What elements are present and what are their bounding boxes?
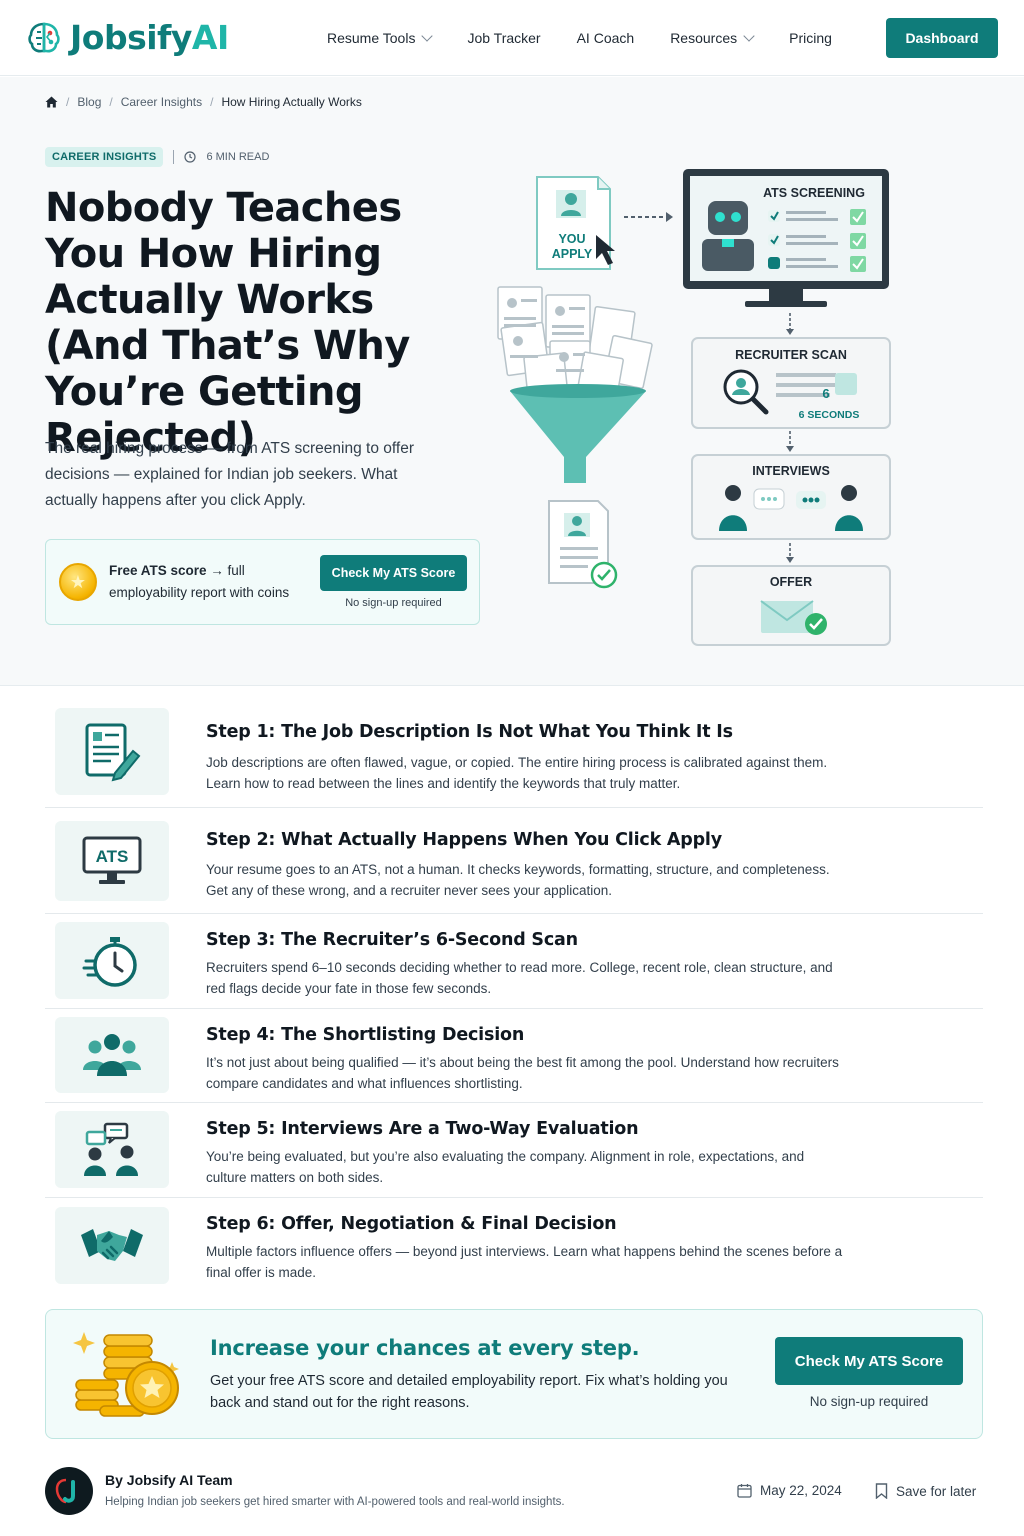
step-item[interactable]: Step 3: The Recruiter’s 6-Second Scan Re… — [45, 914, 983, 1009]
no-signup-note: No sign-up required — [345, 597, 442, 609]
ats-monitor-graphic: ATS SCREENING — [683, 169, 889, 307]
article-meta: CAREER INSIGHTS 6 MIN READ — [45, 147, 269, 167]
brand-logo[interactable]: JobsifyAI — [26, 18, 229, 57]
svg-text:OFFER: OFFER — [770, 575, 812, 589]
coin-icon: ★ — [59, 563, 97, 601]
banner-no-signup-note: No sign-up required — [809, 1394, 929, 1409]
publish-date: May 22, 2024 — [737, 1483, 842, 1498]
filtered-resume-icon — [548, 500, 618, 589]
funnel-icon — [510, 391, 646, 483]
group-icon — [55, 1017, 169, 1093]
step-item[interactable]: Step 1: The Job Description Is Not What … — [45, 700, 983, 808]
main-menu: Resume Tools Job Tracker AI Coach Resour… — [327, 30, 868, 46]
svg-text:APPLY: APPLY — [552, 247, 593, 261]
dashboard-button[interactable]: Dashboard — [886, 18, 998, 58]
step-description: You’re being evaluated, but you’re also … — [206, 1149, 805, 1185]
category-tag[interactable]: CAREER INSIGHTS — [45, 147, 164, 167]
step-title: Step 3: The Recruiter’s 6-Second Scan — [206, 930, 578, 950]
step-description: It’s not just about being qualified — it… — [206, 1055, 839, 1091]
cta-description: Free ATS score → full employability repo… — [109, 563, 290, 600]
step-description: Job descriptions are often flawed, vague… — [206, 755, 828, 791]
nav-resources[interactable]: Resources — [670, 30, 755, 46]
read-time: 6 MIN READ — [206, 151, 270, 163]
chevron-down-icon — [421, 30, 434, 42]
nav-job-tracker[interactable]: Job Tracker — [467, 30, 541, 46]
conversation-icon — [55, 1111, 169, 1188]
hiring-process-illustration: YOU APPLY ATS SCREENING — [497, 169, 891, 646]
brand-name: JobsifyAI — [70, 18, 229, 57]
top-navigation: JobsifyAI Resume Tools Job Tracker AI Co… — [0, 0, 1024, 76]
page-title: Nobody Teaches You How Hiring Actually W… — [45, 185, 410, 461]
nav-pricing[interactable]: Pricing — [789, 30, 832, 46]
stopwatch-icon — [55, 922, 169, 999]
svg-text:6: 6 — [822, 386, 829, 401]
svg-text:YOU: YOU — [558, 232, 585, 246]
svg-text:INTERVIEWS: INTERVIEWS — [752, 464, 830, 478]
svg-text:ATS SCREENING: ATS SCREENING — [763, 186, 865, 200]
chevron-down-icon — [743, 30, 755, 42]
steps-list: Step 1: The Job Description Is Not What … — [45, 700, 983, 1293]
hero-section: / Blog / Career Insights / How Hiring Ac… — [0, 77, 1024, 686]
job-description-icon — [55, 708, 169, 795]
brain-logo-icon — [28, 22, 60, 52]
home-icon[interactable] — [45, 96, 58, 108]
breadcrumb-blog[interactable]: Blog — [77, 95, 102, 109]
ats-score-banner: Increase your chances at every step. Get… — [45, 1309, 983, 1439]
step-item[interactable]: Step 5: Interviews Are a Two-Way Evaluat… — [45, 1103, 983, 1198]
avatar[interactable] — [45, 1467, 93, 1515]
coin-stack-icon — [73, 1332, 179, 1417]
step-description: Recruiters spend 6–10 seconds deciding w… — [206, 960, 833, 996]
author-bio: Helping Indian job seekers get hired sma… — [105, 1496, 565, 1508]
svg-text:6 SECONDS: 6 SECONDS — [799, 409, 860, 421]
offer-card: OFFER — [691, 565, 891, 646]
resume-document-icon: YOU APPLY — [536, 176, 611, 270]
step-title: Step 5: Interviews Are a Two-Way Evaluat… — [206, 1119, 639, 1139]
handshake-icon — [55, 1207, 169, 1284]
banner-check-ats-score-button[interactable]: Check My ATS Score — [775, 1337, 963, 1385]
step-title: Step 2: What Actually Happens When You C… — [206, 830, 722, 850]
bookmark-icon — [875, 1483, 888, 1499]
step-item[interactable]: ATS Step 2: What Actually Happens When Y… — [45, 808, 983, 914]
cursor-icon — [596, 235, 615, 265]
check-ats-score-button[interactable]: Check My ATS Score — [320, 555, 467, 591]
brand-mark-icon — [55, 1478, 75, 1504]
step-title: Step 6: Offer, Negotiation & Final Decis… — [206, 1214, 617, 1234]
recruiter-scan-card: RECRUITER SCAN 6 6 SECONDS — [691, 337, 891, 429]
article-lede: The real hiring process — from ATS scree… — [45, 440, 415, 509]
step-title: Step 1: The Job Description Is Not What … — [206, 722, 733, 742]
save-for-later-button[interactable]: Save for later — [875, 1483, 976, 1499]
step-title: Step 4: The Shortlisting Decision — [206, 1025, 525, 1045]
ats-score-cta-card: ★ Free ATS score → full employability re… — [45, 539, 480, 625]
step-description: Your resume goes to an ATS, not a human.… — [206, 862, 830, 898]
interviews-card: INTERVIEWS — [691, 454, 891, 540]
svg-text:RECRUITER SCAN: RECRUITER SCAN — [735, 348, 847, 362]
banner-title: Increase your chances at every step. — [210, 1336, 640, 1360]
step-item[interactable]: Step 4: The Shortlisting Decision It’s n… — [45, 1009, 983, 1103]
step-item[interactable]: Step 6: Offer, Negotiation & Final Decis… — [45, 1198, 983, 1293]
author-bar: By Jobsify AI Team Helping Indian job se… — [45, 1466, 983, 1516]
banner-description: Get your free ATS score and detailed emp… — [210, 1373, 728, 1411]
svg-text:ATS: ATS — [96, 847, 129, 866]
clock-icon — [184, 151, 197, 163]
breadcrumb-current: How Hiring Actually Works — [221, 95, 362, 109]
calendar-icon — [737, 1484, 752, 1498]
breadcrumb-career-insights[interactable]: Career Insights — [120, 95, 203, 109]
nav-ai-coach[interactable]: AI Coach — [576, 30, 635, 46]
ats-monitor-icon: ATS — [55, 821, 169, 901]
author-name[interactable]: By Jobsify AI Team — [105, 1472, 233, 1488]
breadcrumb: / Blog / Career Insights / How Hiring Ac… — [45, 95, 362, 109]
nav-resume-tools[interactable]: Resume Tools — [327, 30, 434, 46]
step-description: Multiple factors influence offers — beyo… — [206, 1244, 843, 1280]
